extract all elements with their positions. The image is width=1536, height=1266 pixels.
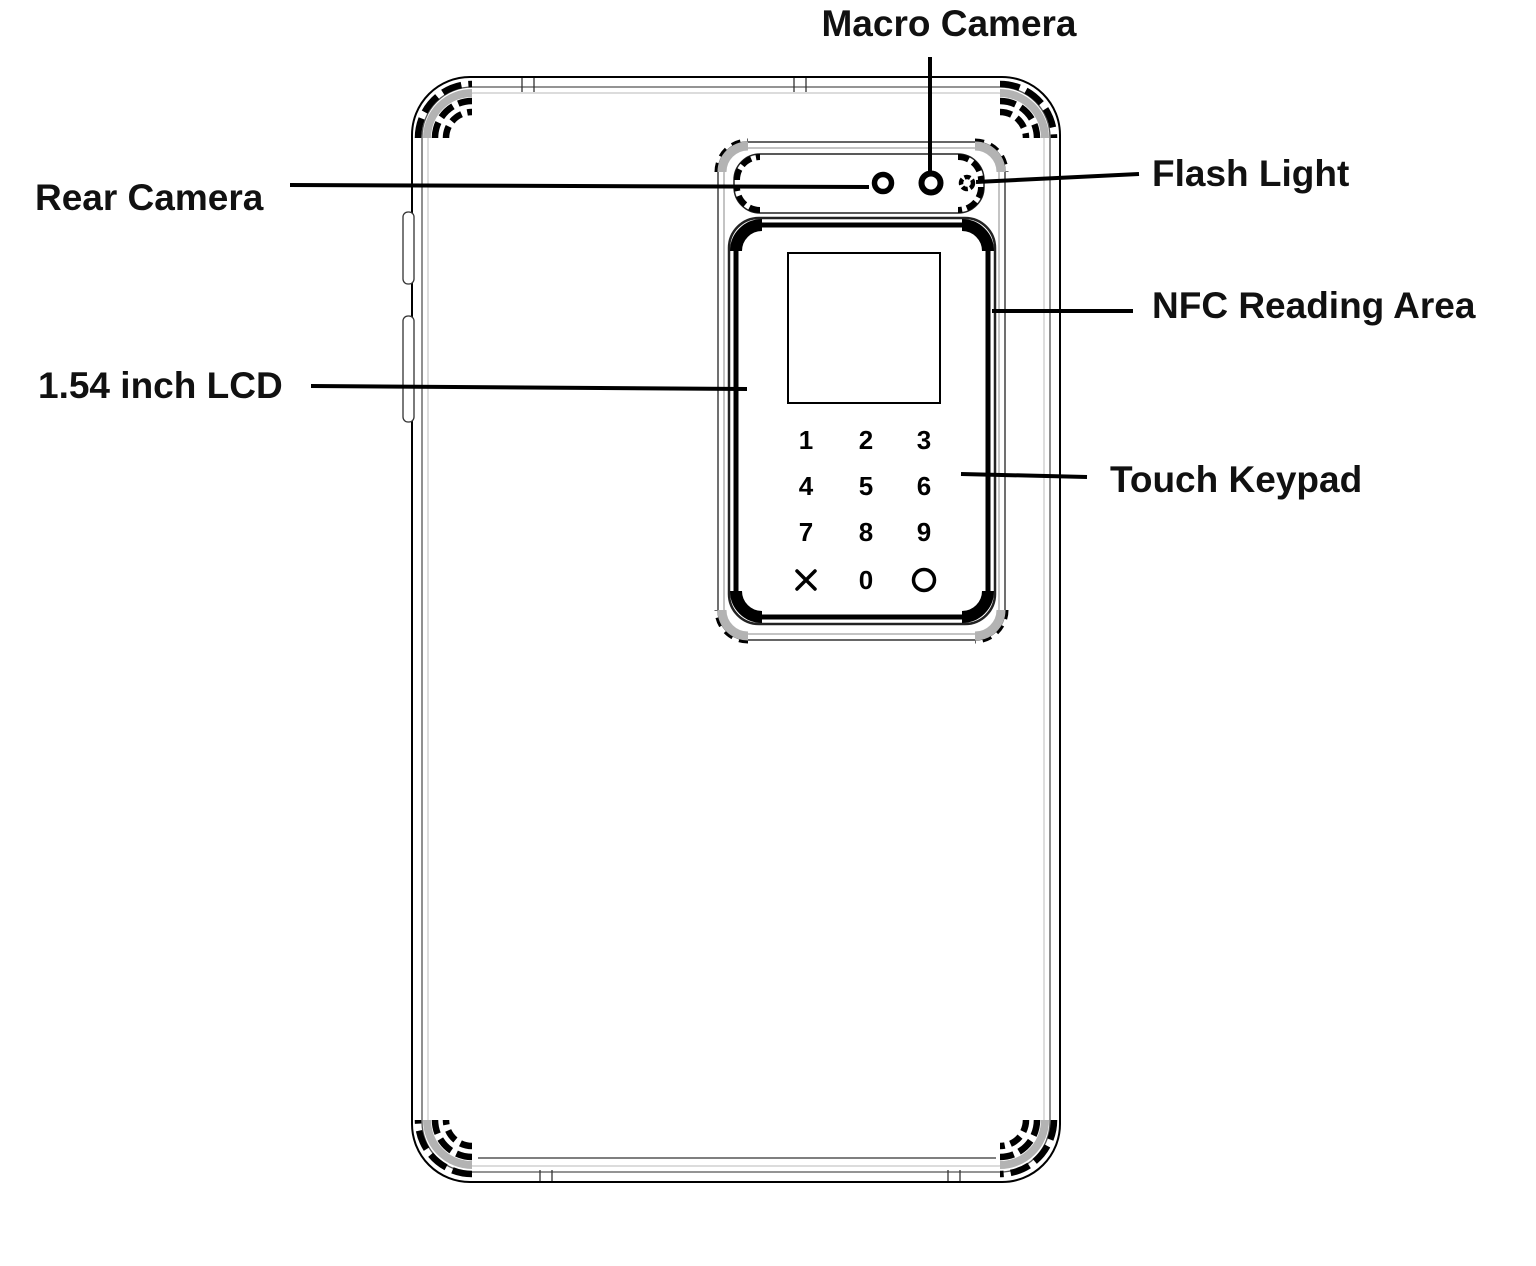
corner-bumper-top-left <box>418 84 472 138</box>
flash-light-lens <box>958 174 976 192</box>
keypad-key-7: 7 <box>799 517 813 547</box>
keypad-key-8: 8 <box>859 517 873 547</box>
lcd-screen <box>787 252 941 404</box>
keypad-key-0: 0 <box>859 565 873 595</box>
keypad-key-4: 4 <box>799 471 814 501</box>
keypad-key-9: 9 <box>917 517 931 547</box>
label-touch-keypad: Touch Keypad <box>1110 459 1362 500</box>
corner-bumper-bottom-right <box>1000 1120 1054 1174</box>
leader-line-flash-light <box>975 172 1140 184</box>
recess-corner-top-left <box>717 141 748 172</box>
keypad-key-1: 1 <box>799 425 813 455</box>
label-flash-light: Flash Light <box>1152 153 1349 194</box>
corner-bumper-bottom-left <box>418 1120 472 1174</box>
camera-bar-corner-bottom-right <box>958 187 981 210</box>
macro-camera-lens <box>918 170 944 196</box>
keypad-cancel-key-icon <box>795 569 817 591</box>
rear-camera-lens <box>871 171 895 195</box>
camera-bar-corner-bottom-left <box>737 187 760 210</box>
module-recess <box>717 141 1006 641</box>
module-corner-bottom-left <box>736 591 762 617</box>
leader-line-touch-keypad <box>960 472 1088 479</box>
module-corner-bottom-right <box>962 591 988 617</box>
keypad-key-5: 5 <box>859 471 873 501</box>
phone-body-outer-outline <box>411 76 1061 1183</box>
module-corner-top-left <box>736 225 762 251</box>
module-corner-top-right <box>962 225 988 251</box>
payment-module <box>727 216 997 626</box>
phone-body-inner-outline <box>421 86 1051 1173</box>
camera-bar-corner-top-left <box>737 157 760 180</box>
keypad-key-3: 3 <box>917 425 931 455</box>
bottom-cover-seam <box>478 1157 996 1181</box>
phone-body <box>402 76 1061 1183</box>
corner-bumper-top-right <box>1000 84 1054 138</box>
top-antenna-seams <box>521 78 807 92</box>
leader-line-lcd <box>310 384 748 391</box>
label-rear-camera: Rear Camera <box>35 177 264 218</box>
label-nfc-reading-area: NFC Reading Area <box>1152 285 1476 326</box>
label-macro-camera: Macro Camera <box>821 3 1076 44</box>
side-button-upper <box>402 211 415 285</box>
keypad-key-6: 6 <box>917 471 931 501</box>
label-lcd: 1.54 inch LCD <box>38 365 283 406</box>
side-button-lower <box>402 315 415 423</box>
keypad-key-2: 2 <box>859 425 873 455</box>
touch-keypad: 1 2 3 4 5 6 7 8 9 0 <box>795 425 937 595</box>
camera-bar <box>733 153 985 214</box>
phone-body-faint-outline <box>427 92 1045 1167</box>
keypad-circle-key-icon <box>911 567 937 593</box>
leader-line-rear-camera <box>289 183 870 189</box>
